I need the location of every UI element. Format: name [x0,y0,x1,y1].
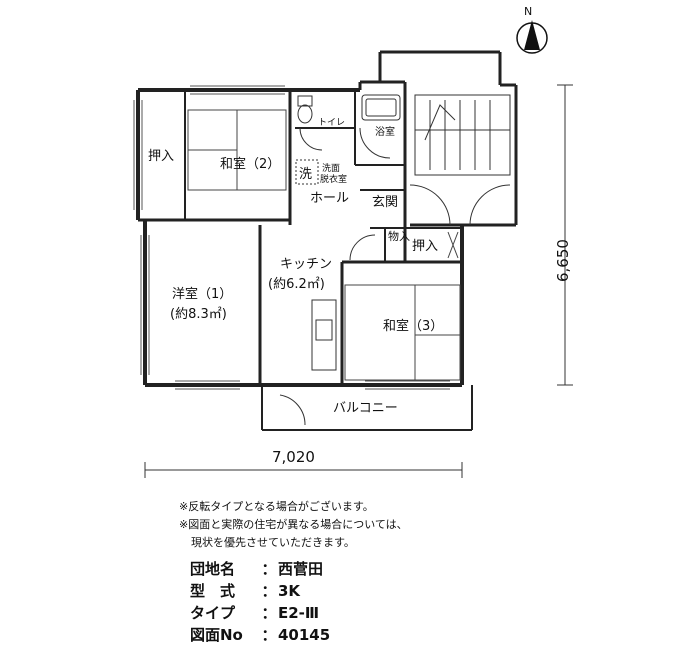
windows [133,85,450,390]
tatami-washitsu-2 [187,109,287,191]
info-value: E2-Ⅲ [278,604,320,622]
closet-hatch [447,231,459,259]
info-separator: ： [261,626,277,644]
info-row-drawing-no: 図面No ： 40145 [190,624,330,646]
info-value: 3K [278,582,301,600]
doors [279,127,511,426]
oshiire-right-label: 押入 [412,239,438,254]
info-label: 型 式 [190,582,236,600]
info-label: タイプ [190,604,236,622]
info-value: 西菅田 [278,560,324,578]
info-row-subtype: タイプ ： E2-Ⅲ [190,602,330,624]
dressing-room-label-2: 脱衣室 [320,173,347,185]
notes: ※反転タイプとなる場合がございます。 ※図面と実際の住宅が異なる場合については、… [179,498,408,552]
north-label: N [524,5,532,18]
toilet-icon [297,95,313,124]
washitsu-2-label: 和室（2） [220,156,280,172]
washitsu-3-label: 和室（3） [383,318,443,334]
bathtub-icon [361,94,401,121]
info-row-type: 型 式 ： 3K [190,580,330,602]
property-info: 団地名 ： 西菅田 型 式 ： 3K タイプ ： E2-Ⅲ 図面No ： 401… [190,558,330,646]
depth-dimension-label: 6,650 [554,239,572,282]
compass-north-icon: N [516,5,548,54]
info-row-estate: 団地名 ： 西菅田 [190,558,330,580]
western-room-1-size-label: (約8.3㎡) [170,307,227,322]
kitchen-counter [311,299,337,371]
dressing-room-label-1: 洗面 [322,162,340,174]
walls [136,50,518,431]
oshiire-left-label: 押入 [148,149,174,164]
wash-mark: 洗 [299,167,312,182]
balcony-label: バルコニー [333,401,398,416]
info-separator: ： [261,582,277,600]
note-1: ※反転タイプとなる場合がございます。 [179,500,374,513]
toilet-label: トイレ [318,118,345,128]
kitchen-label: キッチン [280,257,332,272]
dimension-lines [144,84,573,478]
storage-label: 物入 [388,229,410,243]
hall-label: ホール [310,191,349,206]
note-2: ※図面と実際の住宅が異なる場合については、 [179,518,408,531]
western-room-1-label: 洋室（1） [172,286,232,302]
kitchen-size-label: (約6.2㎡) [268,277,325,292]
info-label: 図面No [190,626,243,644]
info-separator: ： [261,560,277,578]
info-value: 40145 [278,626,331,644]
note-3: 現状を優先させていただきます。 [191,536,355,549]
washing-machine-space [295,159,319,185]
stairs [414,94,511,176]
info-separator: ： [261,604,277,622]
info-label: 団地名 [190,560,236,578]
width-dimension-label: 7,020 [272,448,315,466]
tatami-washitsu-3 [344,284,461,381]
bathroom-label: 浴室 [375,125,395,138]
entrance-label: 玄関 [372,195,398,210]
